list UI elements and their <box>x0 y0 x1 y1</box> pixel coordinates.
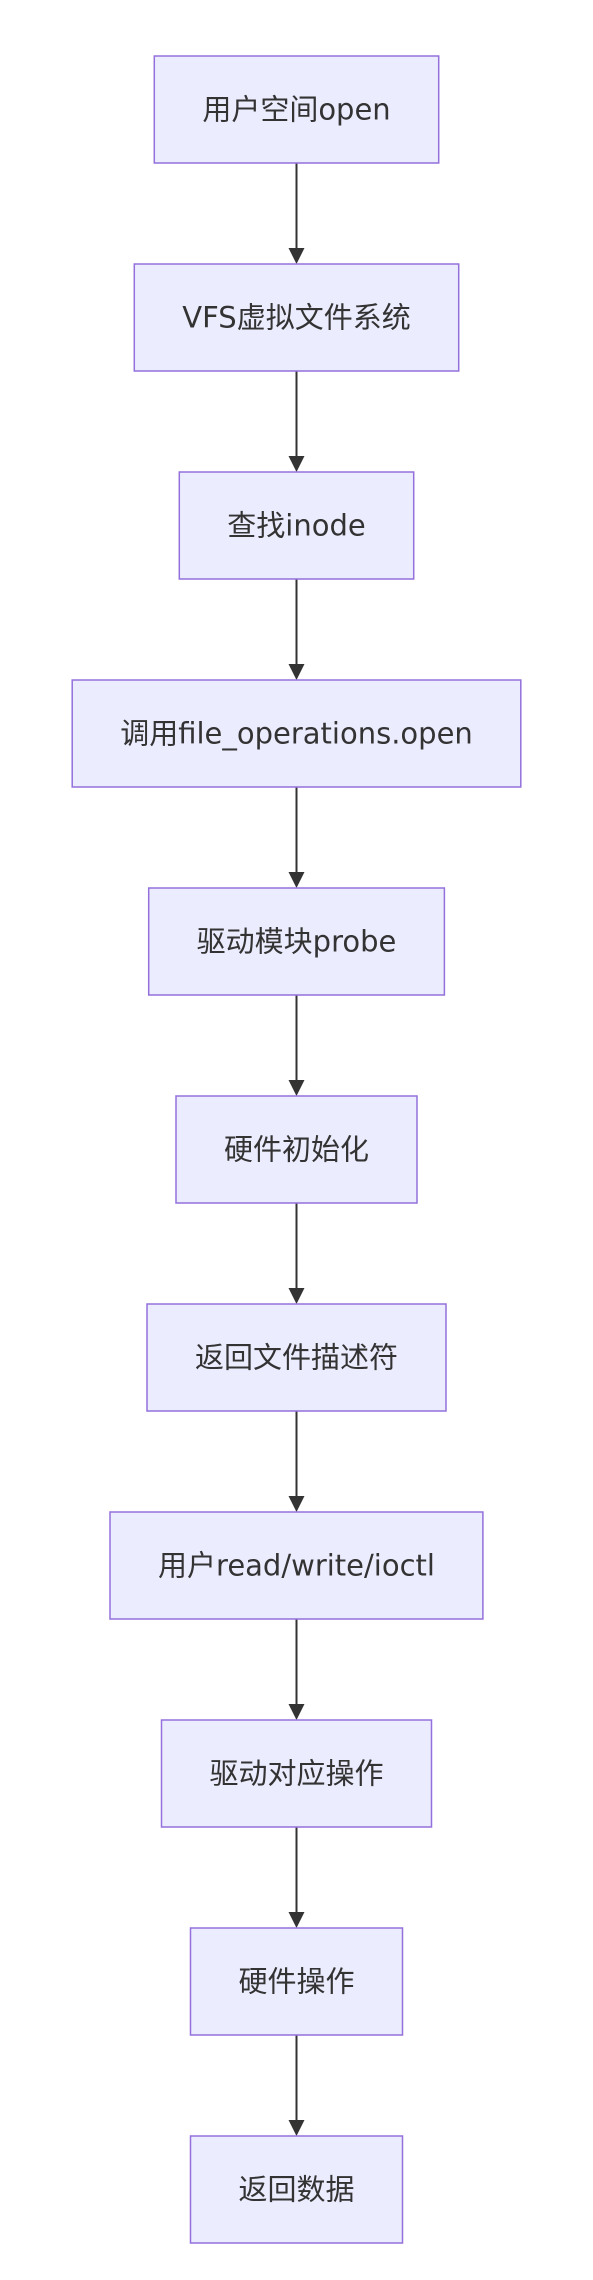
flow-node-n8: 用户read/write/ioctl <box>109 1511 484 1620</box>
arrowhead-icon <box>288 248 305 264</box>
arrowhead-icon <box>288 1496 305 1512</box>
flow-node-label: 调用file_operations.open <box>120 717 473 751</box>
flow-node-box <box>146 1303 447 1412</box>
flow-edge-n1-n2 <box>288 163 305 264</box>
flow-node-n6: 硬件初始化 <box>175 1095 418 1204</box>
flow-node-box <box>109 1511 484 1620</box>
arrowhead-icon <box>288 1704 305 1720</box>
arrowhead-icon <box>288 1288 305 1304</box>
flow-edge-n3-n4 <box>288 579 305 680</box>
flow-node-label: 用户read/write/ioctl <box>158 1549 435 1583</box>
flow-edge-n6-n7 <box>288 1203 305 1304</box>
flow-edge-n4-n5 <box>288 787 305 888</box>
flow-node-box <box>71 679 522 788</box>
flow-node-label: 硬件操作 <box>238 1965 354 1999</box>
flow-node-box <box>153 55 440 164</box>
flow-edge-n7-n8 <box>288 1411 305 1512</box>
arrowhead-icon <box>288 1080 305 1096</box>
flow-node-n1: 用户空间open <box>153 55 440 164</box>
flow-node-label: 查找inode <box>227 509 365 543</box>
flow-node-label: 驱动模块probe <box>197 925 397 959</box>
flow-node-n4: 调用file_operations.open <box>71 679 522 788</box>
flow-node-box <box>133 263 460 372</box>
flow-node-box <box>189 1927 404 2036</box>
flow-node-box <box>147 887 446 996</box>
arrowhead-icon <box>288 664 305 680</box>
flow-node-label: 用户空间open <box>202 93 390 127</box>
flow-node-box <box>178 471 415 580</box>
flow-node-box <box>189 2135 404 2244</box>
flow-node-label: VFS虚拟文件系统 <box>182 301 410 335</box>
flow-edge-n10-n11 <box>288 2035 305 2136</box>
arrowhead-icon <box>288 1912 305 1928</box>
flow-node-label: 返回文件描述符 <box>195 1341 398 1375</box>
flow-edge-n8-n9 <box>288 1619 305 1720</box>
flow-node-n5: 驱动模块probe <box>147 887 446 996</box>
flow-node-label: 硬件初始化 <box>224 1133 369 1167</box>
flow-edge-n2-n3 <box>288 371 305 472</box>
arrowhead-icon <box>288 872 305 888</box>
flow-node-box <box>160 1719 433 1828</box>
flow-node-n9: 驱动对应操作 <box>160 1719 433 1828</box>
flow-node-label: 驱动对应操作 <box>209 1757 383 1791</box>
flow-edge-n5-n6 <box>288 995 305 1096</box>
flow-node-box <box>175 1095 418 1204</box>
arrowhead-icon <box>288 2120 305 2136</box>
flow-node-n10: 硬件操作 <box>189 1927 404 2036</box>
arrowhead-icon <box>288 456 305 472</box>
flow-node-n2: VFS虚拟文件系统 <box>133 263 460 372</box>
flow-node-n11: 返回数据 <box>189 2135 404 2244</box>
flow-node-n3: 查找inode <box>178 471 415 580</box>
flow-node-n7: 返回文件描述符 <box>146 1303 447 1412</box>
edges <box>288 163 305 2136</box>
flow-node-label: 返回数据 <box>238 2173 354 2207</box>
flow-edge-n9-n10 <box>288 1827 305 1928</box>
